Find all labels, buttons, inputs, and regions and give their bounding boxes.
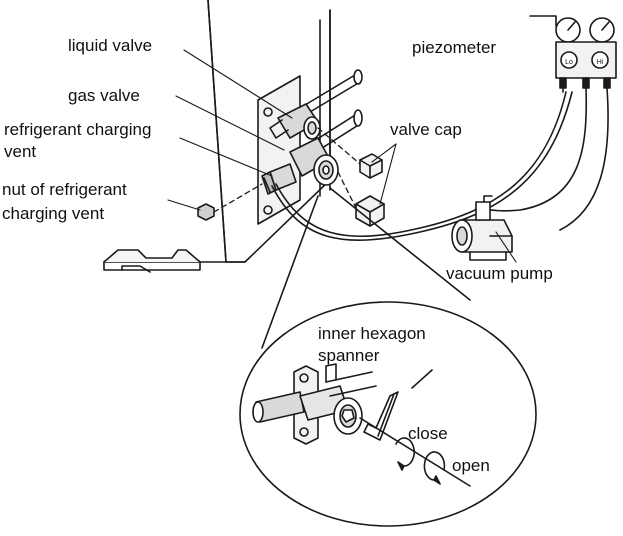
- refrigerant-pipes: [299, 69, 363, 163]
- gauge-left-label: Lo: [565, 59, 573, 66]
- vacuum-pump: [451, 195, 513, 261]
- close-label: close: [408, 424, 448, 443]
- liquid-valve-label: liquid valve: [68, 36, 153, 55]
- valve-caps: [355, 153, 385, 227]
- gas-valve: [289, 137, 339, 186]
- unit-base-feet: [103, 249, 201, 273]
- charging-vent-label-line1: refrigerant charging: [4, 120, 152, 139]
- charging-vent-nut: [197, 203, 215, 221]
- liquid-valve: [269, 103, 321, 140]
- charging-vent-label-line2: vent: [4, 142, 37, 161]
- piezometer: [475, 15, 617, 231]
- nut-label-line2: charging vent: [2, 204, 105, 223]
- gas-valve-label: gas valve: [68, 86, 140, 105]
- assembly-dashed-lines: [213, 127, 361, 213]
- rotation-indicators: [359, 417, 471, 487]
- spanner-label-line1: inner hexagon: [318, 324, 426, 343]
- gauge-right-label: Hi: [597, 59, 604, 66]
- valve-cap-label: valve cap: [390, 120, 462, 139]
- piezometer-label: piezometer: [412, 38, 497, 57]
- label-leader-lines: [167, 49, 517, 263]
- vacuum-pump-label: vacuum pump: [446, 264, 553, 283]
- spanner-label-line2: spanner: [318, 346, 380, 365]
- open-label: open: [452, 456, 490, 475]
- nut-label-line1: nut of refrigerant: [2, 180, 127, 199]
- detail-valve: [252, 363, 377, 445]
